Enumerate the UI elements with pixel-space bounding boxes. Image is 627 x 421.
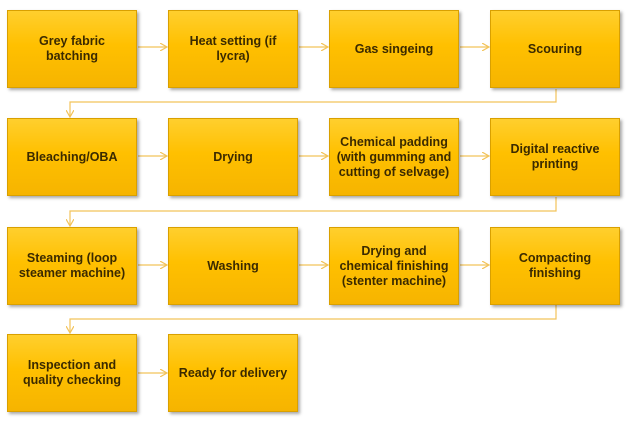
step-chemical-padding: Chemical padding (with gumming and cutti… [329,118,459,196]
step-drying: Drying [168,118,298,196]
step-label: Ready for delivery [178,365,288,380]
step-label: Drying [213,149,253,164]
step-gas-singeing: Gas singeing [329,10,459,88]
step-bleaching-oba: Bleaching/OBA [7,118,137,196]
step-label: Grey fabric batching [38,34,105,63]
step-label: Heat setting (if lycra) [189,34,277,63]
step-label: Compacting finishing [518,251,592,280]
step-ready-for-delivery: Ready for delivery [168,334,298,412]
step-label: Chemical padding (with gumming and cutti… [336,134,452,179]
step-steaming: Steaming (loop steamer machine) [7,227,137,305]
step-scouring: Scouring [490,10,620,88]
step-label: Digital reactive printing [510,142,600,171]
arrow-4-5 [70,89,557,116]
step-drying-chemical-finishing: Drying and chemical finishing (stenter m… [329,227,459,305]
step-label: Gas singeing [354,41,434,56]
step-grey-fabric-batching: Grey fabric batching [7,10,137,88]
step-label: Drying and chemical finishing (stenter m… [339,243,449,288]
step-compacting-finishing: Compacting finishing [490,227,620,305]
step-inspection-quality-checking: Inspection and quality checking [7,334,137,412]
step-label: Inspection and quality checking [23,358,121,387]
step-digital-reactive-printing: Digital reactive printing [490,118,620,196]
step-washing: Washing [168,227,298,305]
arrow-12-13 [70,305,557,332]
step-label: Steaming (loop steamer machine) [18,251,126,280]
step-label: Bleaching/OBA [26,149,118,164]
arrow-8-9 [70,197,557,225]
step-heat-setting: Heat setting (if lycra) [168,10,298,88]
step-label: Washing [207,258,259,273]
step-label: Scouring [527,41,583,56]
